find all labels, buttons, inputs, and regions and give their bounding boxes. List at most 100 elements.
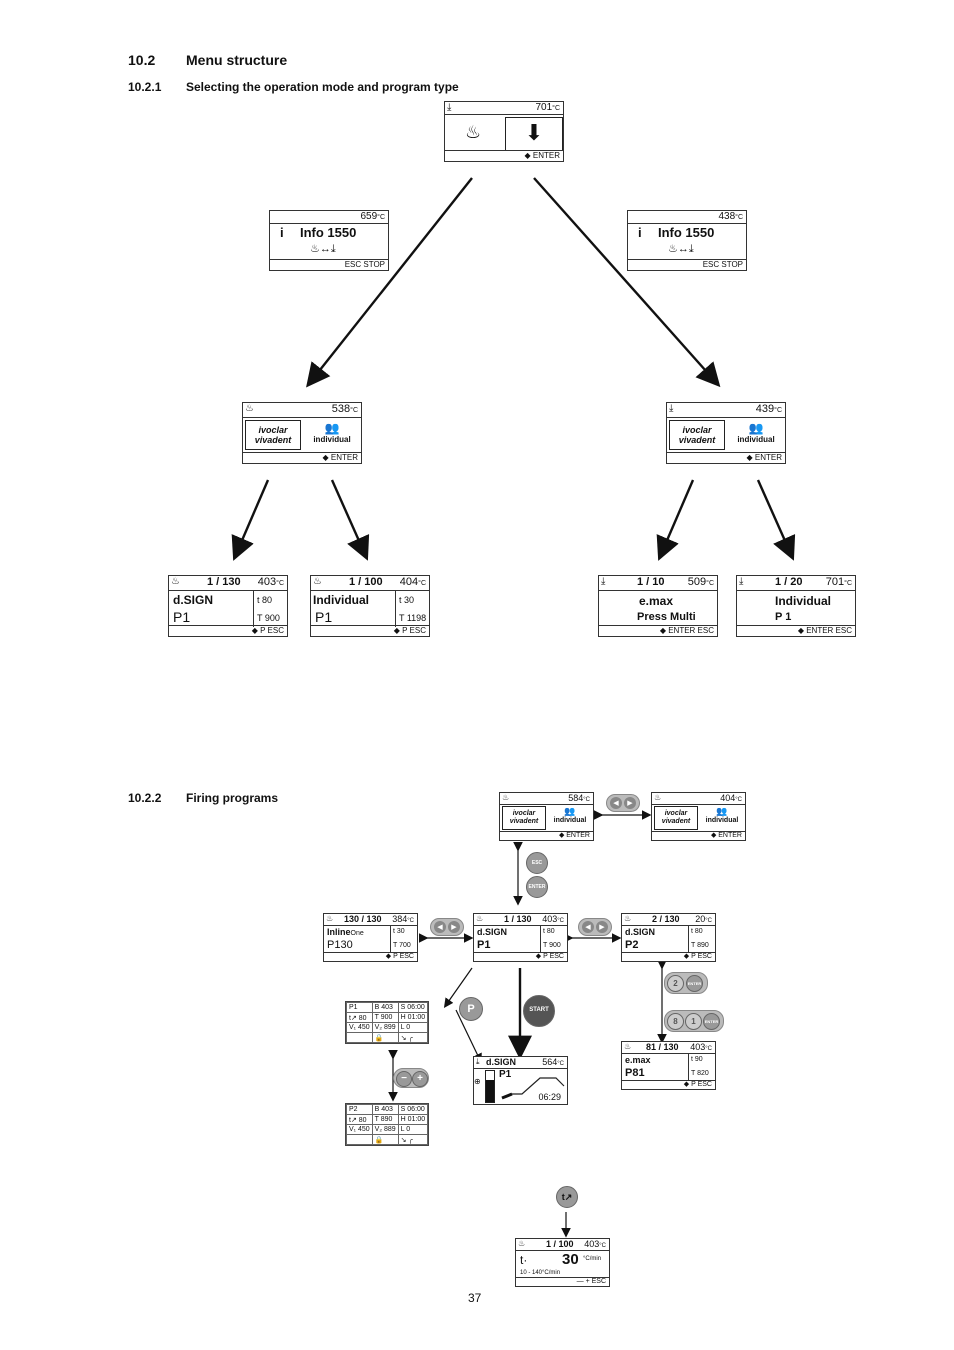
enter-key[interactable]: ENTER — [703, 1013, 720, 1030]
p-button[interactable]: P — [459, 997, 483, 1021]
param-b[interactable]: B 403 — [371, 1104, 399, 1115]
param-l[interactable]: L 0 — [397, 1022, 429, 1033]
start-button[interactable]: START — [523, 995, 555, 1027]
minus-button[interactable]: − — [396, 1071, 412, 1087]
temp: 403 — [584, 1239, 600, 1249]
key-2[interactable]: 2 — [667, 975, 684, 992]
arrow-keys[interactable]: ◀ ▶ — [606, 794, 640, 812]
key-1[interactable]: 1 — [685, 1013, 702, 1030]
param-l[interactable]: L 0 — [397, 1124, 429, 1135]
flame-icon: ♨ — [465, 122, 482, 142]
arrow-keys-left[interactable]: ◀ ▶ — [430, 918, 464, 936]
people-icon: 👥 — [748, 421, 764, 435]
key-81-enter[interactable]: 8 1 ENTER — [664, 1010, 724, 1032]
individual-option[interactable]: 👥individual — [548, 806, 592, 824]
param-t[interactable]: t↗ 80 — [346, 1012, 373, 1023]
arrow-keys-right[interactable]: ◀ ▶ — [578, 918, 612, 936]
temp: 20 — [695, 914, 706, 924]
individual-option[interactable]: 👥individual — [305, 421, 359, 444]
left-arrow-icon[interactable]: ◀ — [434, 921, 446, 933]
temp: 509 — [687, 576, 707, 588]
param-t[interactable]: t↗ 80 — [346, 1114, 373, 1125]
plus-minus-keys[interactable]: − + — [393, 1068, 429, 1088]
individual-option[interactable]: 👥individual — [729, 421, 783, 444]
right-arrow-icon[interactable]: ▶ — [624, 797, 636, 809]
individual-option[interactable]: 👥individual — [700, 806, 744, 824]
param-h[interactable]: H 01:00 — [397, 1012, 429, 1023]
param-T[interactable]: T 890 — [371, 1114, 399, 1125]
left-arrow-icon[interactable]: ◀ — [610, 797, 622, 809]
footer: ◆ P ESC — [622, 1080, 715, 1089]
temp: 403 — [542, 914, 558, 924]
logo-line2: vivadent — [254, 435, 292, 445]
flame-icon: ♨ — [502, 793, 510, 802]
param-s[interactable]: S 06:00 — [397, 1002, 429, 1013]
plus-button[interactable]: + — [412, 1071, 428, 1087]
flame-icon: ♨ — [624, 914, 632, 923]
info-screen-left: 659°C i Info 1550 ♨↔⤓ ESC STOP — [269, 210, 389, 271]
param-v1[interactable]: V₁ 450 — [346, 1124, 373, 1135]
temp: 439 — [755, 403, 775, 415]
right-arrow-icon[interactable]: ▶ — [448, 921, 460, 933]
people-icon: 👥 — [324, 421, 340, 435]
key-2-enter[interactable]: 2 ENTER — [664, 972, 708, 994]
vacuum-icon: ⊕ — [474, 1077, 481, 1086]
param-p[interactable]: P1 — [346, 1002, 373, 1013]
program-count: 1 / 100 — [546, 1239, 574, 1249]
heating-rate-button[interactable]: t↗ — [556, 1186, 578, 1208]
mode-select-screen: ⤓701°C ♨ ⬇ ◆ ENTER — [444, 101, 564, 162]
program-count: 1 / 130 — [207, 576, 241, 588]
param-s[interactable]: S 06:00 — [397, 1104, 429, 1115]
program-name: d.SIGN — [625, 927, 656, 937]
param-t: t 80 — [257, 595, 273, 605]
param-T[interactable]: T 900 — [371, 1012, 399, 1023]
param-v2[interactable]: V₂ 899 — [371, 1022, 399, 1033]
param-p[interactable]: P2 — [346, 1104, 373, 1115]
program-number: P1 — [499, 1069, 512, 1080]
program-number: P2 — [625, 939, 639, 951]
temp: 659 — [360, 211, 378, 222]
flame-icon: ♨ — [171, 576, 180, 587]
info-title: Info 1550 — [658, 225, 715, 240]
param-v2[interactable]: V₂ 889 — [371, 1124, 399, 1135]
param-h[interactable]: H 01:00 — [397, 1114, 429, 1125]
footer: ◆ P ESC — [324, 952, 417, 961]
temp: 404 — [399, 576, 419, 588]
footer: ◆ ENTER — [243, 452, 361, 463]
temp: 403 — [690, 1042, 706, 1052]
key-8[interactable]: 8 — [667, 1013, 684, 1030]
temp-unit: °C — [706, 580, 714, 587]
enter-key[interactable]: ENTER — [686, 975, 703, 992]
flame-icon: ♨ — [245, 403, 254, 414]
enter-button[interactable]: ENTER — [526, 876, 548, 898]
people-icon: 👥 — [716, 806, 728, 816]
param-v1[interactable]: V₁ 450 — [346, 1022, 373, 1033]
param-b[interactable]: B 403 — [371, 1002, 399, 1013]
firing-curve — [501, 1077, 565, 1100]
right-arrow-icon[interactable]: ▶ — [596, 921, 608, 933]
logo-line1: ivoclar — [512, 810, 536, 817]
individual-label: individual — [313, 435, 351, 444]
left-arrow-icon[interactable]: ◀ — [582, 921, 594, 933]
temp: 538 — [331, 403, 351, 415]
lock-icon: 🔒 — [371, 1134, 399, 1145]
program-subname: Press Multi — [637, 611, 696, 623]
flame-icon: ♨ — [313, 576, 322, 587]
esc-button[interactable]: ESC — [526, 852, 548, 874]
section-title: Menu structure — [186, 52, 288, 68]
flame-icon: ♨ — [654, 793, 662, 802]
program-count: 1 / 100 — [349, 576, 383, 588]
temp-unit: °C — [552, 105, 560, 112]
lower-mode-icon[interactable]: ⬇ — [505, 117, 563, 151]
subsection2-number: 10.2.2 — [128, 791, 162, 805]
